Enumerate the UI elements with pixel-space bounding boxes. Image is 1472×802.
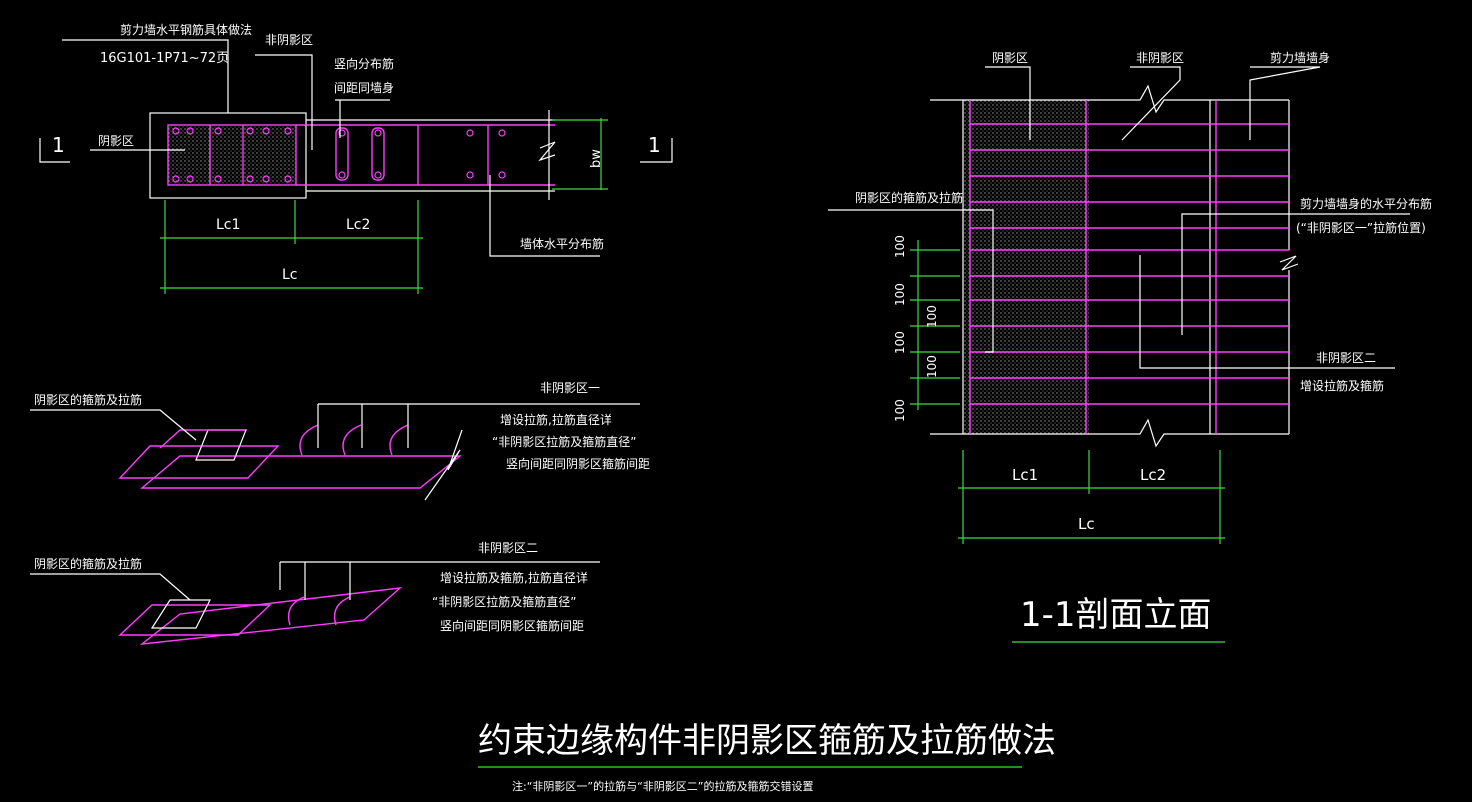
section-title: 1-1剖面立面	[1020, 595, 1212, 635]
detail2-note2: “非阴影区拉筋及箍筋直径”	[432, 594, 576, 609]
main-title-block: 约束边缘构件非阴影区箍筋及拉筋做法 注:“非阴影区一”的拉筋与“非阴影区二”的拉…	[478, 721, 1056, 793]
section-dim-100-d: 100	[893, 399, 907, 422]
section-view: 阴影区 非阴影区 剪力墙墙身 阴影区的箍筋及拉筋 剪力墙墙身的水平分布筋 (“非…	[828, 50, 1432, 643]
section-dim-100-e: 100	[925, 305, 939, 328]
section-label-shadow: 阴影区	[992, 51, 1028, 65]
detail2-note1: 增设拉筋及箍筋,拉筋直径详	[440, 570, 588, 585]
plan-label-horizontal: 墙体水平分布筋	[520, 236, 604, 251]
shadow-zone-stirrup	[167, 124, 297, 186]
section-label-wall-h2: (“非阴影区一”拉筋位置)	[1296, 220, 1426, 235]
section-dim-lc2: Lc2	[1140, 466, 1166, 484]
section-label-zone2-1: 非阴影区二	[1316, 351, 1376, 365]
detail1-note1: 增设拉筋,拉筋直径详	[500, 412, 612, 427]
section-mark-right-label: 1	[648, 133, 661, 157]
section-dim-lc1: Lc1	[1012, 466, 1038, 484]
section-dim-100-b: 100	[893, 283, 907, 306]
detail1-note3: 竖向间距同阴影区箍筋间距	[506, 456, 650, 471]
drawing-title: 约束边缘构件非阴影区箍筋及拉筋做法	[478, 721, 1056, 761]
detail1-label-left: 阴影区的箍筋及拉筋	[34, 392, 142, 407]
detail2-label-left: 阴影区的箍筋及拉筋	[34, 556, 142, 571]
section-dim-100-a: 100	[893, 235, 907, 258]
detail1-label-right: 非阴影区一	[540, 381, 600, 395]
section-label-wall: 剪力墙墙身	[1270, 50, 1330, 65]
section-label-wall-h1: 剪力墙墙身的水平分布筋	[1300, 196, 1432, 211]
detail1-note2: “非阴影区拉筋及箍筋直径”	[492, 434, 636, 449]
plan-dim-lc2: Lc2	[346, 217, 370, 233]
section-mark-left	[39, 138, 70, 163]
callout-top-title: 剪力墙水平钢筋具体做法	[120, 22, 252, 37]
section-mark-right	[640, 138, 673, 163]
section-dim-100-c: 100	[893, 331, 907, 354]
plan-label-shadow: 阴影区	[98, 134, 134, 148]
plan-view: 剪力墙水平钢筋具体做法 16G101-1P71~72页 非阴影区 竖向分布筋 间…	[39, 22, 673, 294]
detail-2: 阴影区的箍筋及拉筋 非阴影区二 增设拉筋及箍筋,拉筋直径详 “非阴影区拉筋及箍筋…	[30, 541, 600, 645]
shadow-zone-hatch	[168, 125, 296, 185]
detail2-label-right: 非阴影区二	[478, 541, 538, 555]
section-horizontal-bars	[970, 123, 1289, 405]
plan-dim-bw: bw	[589, 149, 604, 168]
plan-dim-lc1: Lc1	[216, 217, 240, 233]
callout-top-ref: 16G101-1P71~72页	[100, 51, 229, 66]
section-dim-lc: Lc	[1078, 515, 1095, 533]
detail2-note3: 竖向间距同阴影区箍筋间距	[440, 618, 584, 633]
section-dim-100-f: 100	[925, 355, 939, 378]
section-label-zone2-2: 增设拉筋及箍筋	[1300, 378, 1384, 393]
callout-top-leader	[62, 39, 229, 113]
section-label-non-shadow: 非阴影区	[1136, 51, 1184, 65]
section-label-stirrup: 阴影区的箍筋及拉筋	[855, 190, 963, 205]
detail-1: 阴影区的箍筋及拉筋 非阴影区一 增设拉筋,拉筋直径详 “非阴影区拉筋及箍筋直径”…	[30, 381, 650, 501]
plan-dim-lc: Lc	[282, 267, 298, 283]
section-mark-left-label: 1	[52, 133, 65, 157]
plan-label-vertical-2: 间距同墙身	[334, 80, 394, 95]
plan-label-non-shadow: 非阴影区	[265, 33, 313, 47]
drawing-note: 注:“非阴影区一”的拉筋与“非阴影区二”的拉筋及箍筋交错设置	[512, 779, 814, 793]
plan-label-vertical-1: 竖向分布筋	[334, 56, 394, 71]
